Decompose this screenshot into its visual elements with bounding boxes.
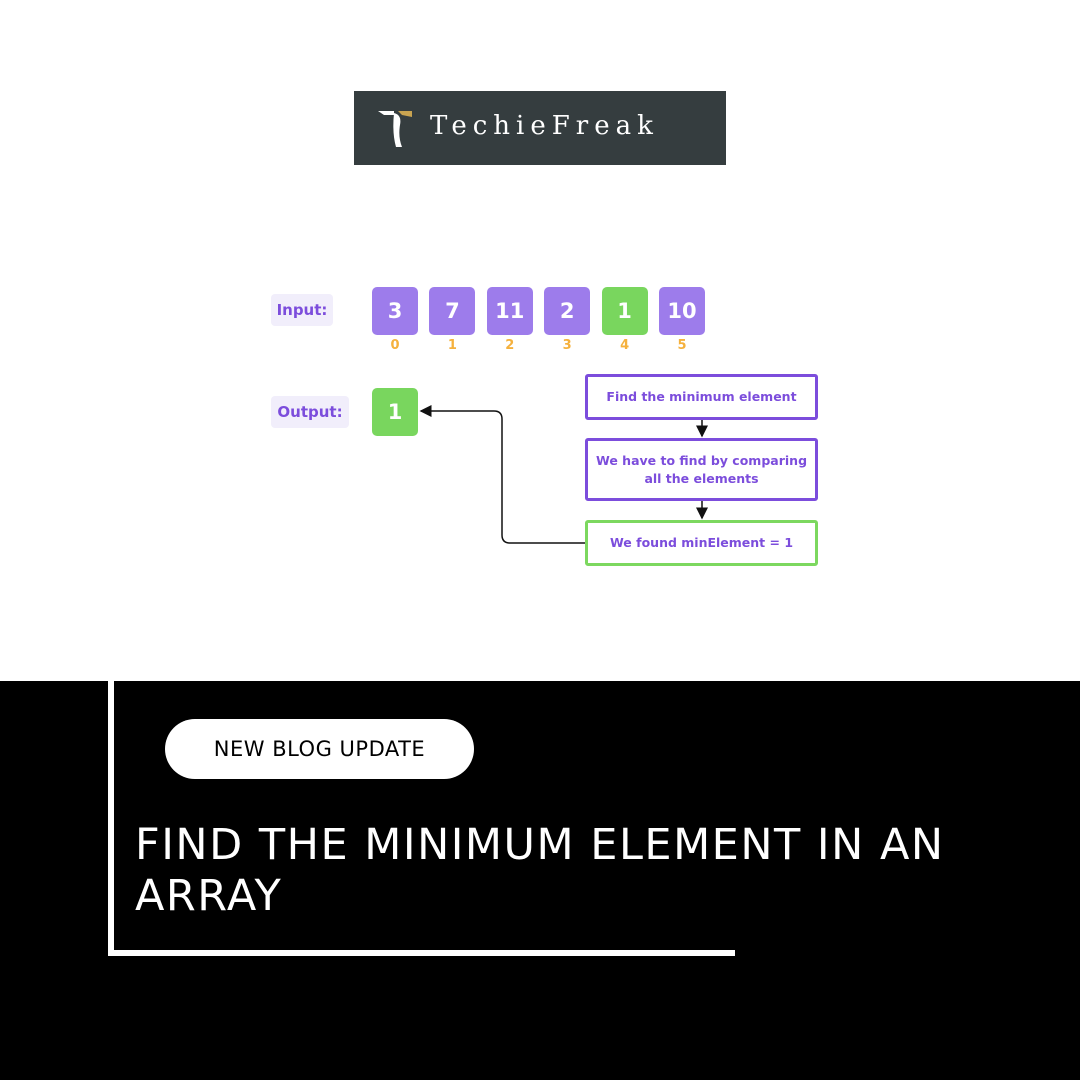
array-index-4: 4	[620, 338, 630, 353]
array-index-0: 0	[390, 338, 400, 353]
array-cell-0: 3	[372, 287, 418, 335]
output-label: Output:	[271, 396, 349, 428]
blog-headline: FIND THE MINIMUM ELEMENT IN AN ARRAY	[135, 820, 945, 921]
techiefreak-logo: TechieFreak	[354, 91, 726, 165]
step-found-result: We found minElement = 1	[585, 520, 818, 566]
frame-line-horizontal	[108, 950, 735, 956]
array-index-1: 1	[447, 338, 457, 353]
array-cell-5: 10	[659, 287, 705, 335]
flow-arrows	[419, 405, 708, 544]
array-index-2: 2	[505, 338, 515, 353]
logo-mark-icon	[378, 111, 412, 147]
step-compare-elements: We have to find by comparing all the ele…	[585, 438, 818, 501]
output-value-cell: 1	[372, 388, 418, 436]
arrow-result-to-output	[419, 405, 585, 544]
array-index-5: 5	[677, 338, 687, 353]
array-cell-2: 11	[486, 287, 533, 335]
array-cell-4: 1	[601, 287, 648, 335]
array-cell-3: 2	[544, 287, 591, 335]
array-index-3: 3	[562, 338, 572, 353]
new-blog-badge: NEW BLOG UPDATE	[165, 719, 474, 779]
input-label: Input:	[271, 294, 333, 326]
step-find-minimum: Find the minimum element	[585, 374, 818, 420]
array-cell-1: 7	[429, 287, 476, 335]
logo-text: TechieFreak	[430, 111, 659, 141]
frame-line-vertical	[108, 681, 114, 956]
